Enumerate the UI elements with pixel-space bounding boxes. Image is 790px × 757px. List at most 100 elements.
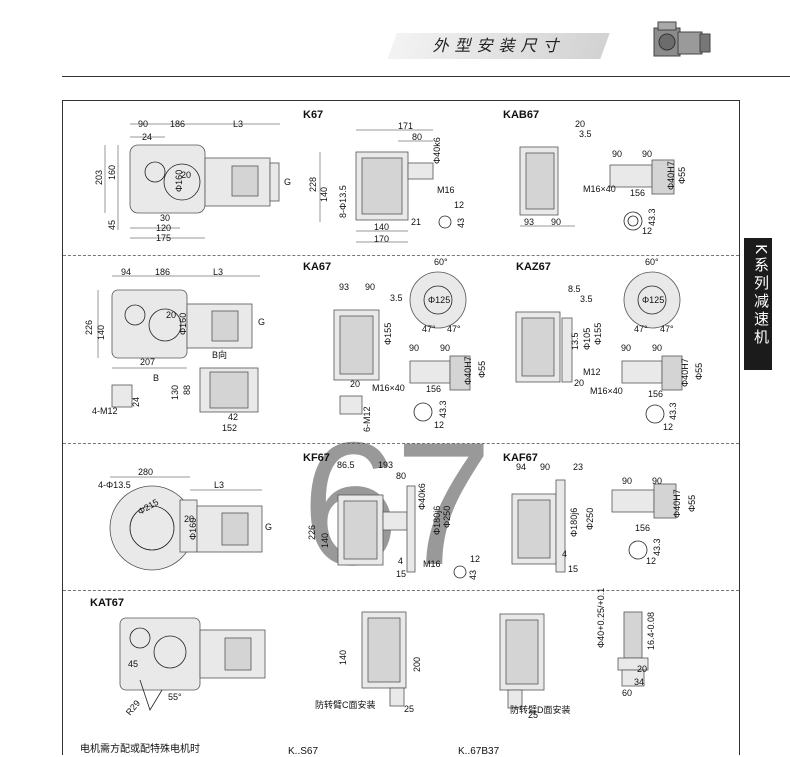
- dim-label: 12: [454, 200, 464, 210]
- dim-label: Φ55: [677, 167, 687, 184]
- dim-label: 203: [94, 170, 104, 185]
- dim-label: 120: [156, 223, 171, 233]
- kf67-front-view: [337, 485, 467, 579]
- dim-label: 90: [642, 149, 652, 159]
- dim-label: 15: [568, 564, 578, 574]
- dim-label: 4: [562, 549, 567, 559]
- dim-label: 47°: [447, 324, 461, 334]
- dim-label: 15: [396, 569, 406, 579]
- section-label-kab67: KAB67: [503, 109, 539, 121]
- k67-side-view: [104, 123, 280, 239]
- dim-label: 156: [648, 389, 663, 399]
- dim-label: Φ155: [383, 323, 393, 345]
- dim-label: 193: [378, 460, 393, 470]
- dim-label: 30: [160, 213, 170, 223]
- dim-label: 88: [182, 385, 192, 395]
- dim-label: Φ40k6: [432, 137, 442, 164]
- dim-label: Φ155: [593, 323, 603, 345]
- kaz67-front-view: [515, 271, 683, 424]
- dim-label: 12: [646, 556, 656, 566]
- dim-label: L3: [214, 480, 224, 490]
- dim-label: 42: [228, 412, 238, 422]
- dim-label: 80: [412, 132, 422, 142]
- dim-label: 3.5: [390, 293, 403, 303]
- dim-label: 175: [156, 233, 171, 243]
- dim-label: 90: [540, 462, 550, 472]
- dim-label: 186: [170, 119, 185, 129]
- section-label-kat67: KAT67: [90, 597, 124, 609]
- footer-note: 电机需方配或配特殊电机时: [80, 744, 200, 755]
- dim-label: 90: [440, 343, 450, 353]
- dim-label: 90: [551, 217, 561, 227]
- dim-label: L3: [213, 267, 223, 277]
- dim-label: Φ55: [694, 363, 704, 380]
- dim-label: 156: [630, 188, 645, 198]
- dim-label: 90: [652, 343, 662, 353]
- arm-d-caption: 防转臂D面安装: [510, 704, 571, 715]
- dim-label: 90: [409, 343, 419, 353]
- dim-label: 140: [374, 222, 389, 232]
- dim-label: 86.5: [337, 460, 355, 470]
- k67-front-view: [319, 129, 452, 243]
- kab67-front-view: [519, 146, 675, 231]
- dim-label: 12: [642, 226, 652, 236]
- dim-label: 20: [184, 514, 194, 524]
- section-divider: [63, 590, 739, 591]
- dim-label: G: [284, 177, 291, 187]
- dim-label: 130: [170, 385, 180, 400]
- kat67-torque-pin: [617, 611, 649, 687]
- dim-label: 93: [339, 282, 349, 292]
- dim-label: 20: [637, 664, 647, 674]
- dim-label: M16×40: [372, 383, 405, 393]
- dim-label: 4-M12: [92, 406, 118, 416]
- dim-label: 20: [166, 310, 176, 320]
- dim-label: Φ40k6: [417, 483, 427, 510]
- dim-label: 43.3: [652, 538, 662, 556]
- dim-label: 140: [320, 533, 330, 548]
- dim-label: 23: [573, 462, 583, 472]
- dim-label: M12: [583, 367, 601, 377]
- dim-label: Φ250: [585, 508, 595, 530]
- kat67-arm-c-view: [361, 611, 407, 707]
- dim-label: Φ55: [477, 361, 487, 378]
- dim-label: 34: [634, 677, 644, 687]
- section-divider: [63, 255, 739, 256]
- dim-label: 94: [121, 267, 131, 277]
- dim-label: 228: [308, 177, 318, 192]
- dim-label: G: [258, 317, 265, 327]
- dim-label: M16: [423, 559, 441, 569]
- dim-label: 207: [140, 357, 155, 367]
- dim-label: Φ40H7: [463, 356, 473, 385]
- section-divider: [63, 443, 739, 444]
- dim-label: 20: [181, 170, 191, 180]
- dim-label: 90: [365, 282, 375, 292]
- dim-label: 160: [107, 165, 117, 180]
- dim-label: 20: [574, 378, 584, 388]
- dim-label: G: [265, 522, 272, 532]
- dim-label: 280: [138, 467, 153, 477]
- dim-label: B: [153, 373, 159, 383]
- dim-label: M16×40: [590, 386, 623, 396]
- dim-label: 226: [307, 525, 317, 540]
- dim-label: B向: [212, 349, 227, 360]
- dim-label: Φ40H7: [680, 358, 690, 387]
- dim-label: Φ160: [178, 313, 188, 335]
- dim-label: 47°: [422, 324, 436, 334]
- dim-label: Φ160: [188, 518, 198, 540]
- dim-label: M16: [437, 185, 455, 195]
- kat67-arm-d-view: [499, 613, 545, 709]
- dim-label: 21: [411, 217, 421, 227]
- dim-label: 4-Φ13.5: [98, 480, 131, 490]
- dim-label: Φ180j6: [569, 508, 579, 537]
- dim-label: 93: [524, 217, 534, 227]
- dim-label: 60°: [434, 257, 448, 267]
- dim-label: 226: [84, 320, 94, 335]
- dim-label: 60: [622, 688, 632, 698]
- dim-label: 45: [128, 659, 138, 669]
- dim-label: 20: [350, 379, 360, 389]
- section-label-kaz67: KAZ67: [516, 261, 551, 273]
- dim-label: 200: [412, 657, 422, 672]
- dim-label: Φ180j6: [432, 506, 442, 535]
- dim-label: 55°: [168, 692, 182, 702]
